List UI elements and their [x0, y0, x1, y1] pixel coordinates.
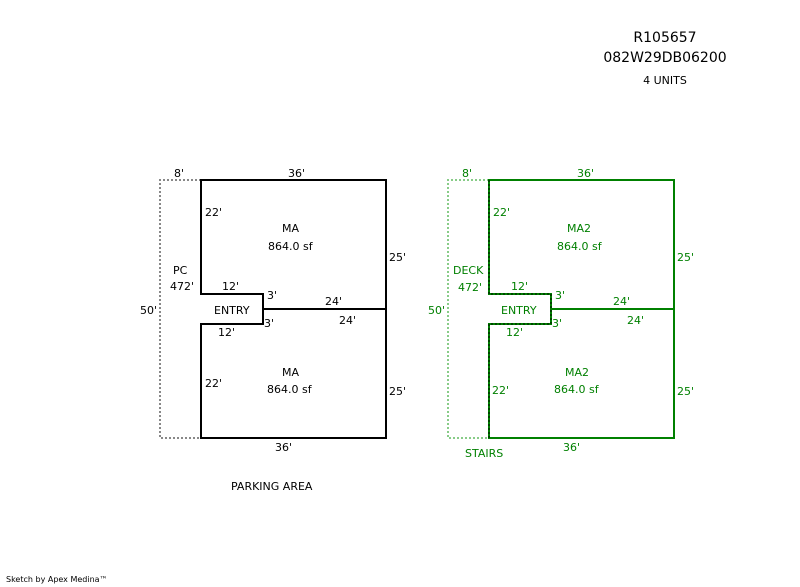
sketch1-dim-top: 36': [288, 167, 306, 180]
sketch2-dim-left-lower: 22': [492, 384, 510, 397]
sketch2-dim-entry-top: 12': [511, 280, 529, 293]
sketch1-dim-mid-lower: 24': [339, 314, 357, 327]
units-count: 4 UNITS: [643, 74, 687, 87]
sketch2-dim-entry-bottom: 12': [506, 326, 524, 339]
sketch1-entry-label: ENTRY: [214, 304, 250, 317]
sketch2-dim-mid-lower: 24': [627, 314, 645, 327]
sketch2-dim-notch-upper: 3': [555, 289, 566, 302]
parcel-id: R105657: [633, 30, 697, 46]
sketch1-side-area-size: 472': [170, 280, 195, 293]
sketch2-deck-outline: [447, 179, 489, 439]
sketch2-dim-right-lower: 25': [677, 385, 695, 398]
sketch2-dim-right-upper: 25': [677, 251, 695, 264]
sketch2-dim-bottom: 36': [563, 441, 581, 454]
footer-credit: Sketch by Apex Medina™: [6, 575, 108, 584]
sketch1-building-outline: [200, 179, 387, 439]
sketch1-pc-outline: [159, 179, 201, 439]
sketch2-dim-top: 36': [577, 167, 595, 180]
sketch2-top-area-label: MA2: [567, 222, 592, 235]
sketch1-dim-notch-upper: 3': [267, 289, 278, 302]
sketch2-lines: [447, 179, 675, 439]
sketch2-note: STAIRS: [465, 447, 504, 460]
sketch2-top-area-size: 864.0 sf: [557, 240, 602, 253]
sketch2-bottom-area-size: 864.0 sf: [554, 383, 599, 396]
sketch1-lines: [159, 179, 387, 439]
sketch1-dim-entry-top: 12': [222, 280, 240, 293]
sketch1-dim-bottom: 36': [275, 441, 293, 454]
sketch2-dim-side-top: 8': [462, 167, 473, 180]
sketch2-entry-label: ENTRY: [501, 304, 537, 317]
sketch2-dim-left-upper: 22': [493, 206, 511, 219]
sketch1-note: PARKING AREA: [231, 480, 313, 493]
sketch1-dim-left-upper: 22': [205, 206, 223, 219]
sketch1-dim-right-lower: 25': [389, 385, 407, 398]
sketch1-dim-outer-left: 50': [140, 304, 158, 317]
sketch2-dim-outer-left: 50': [428, 304, 446, 317]
sketch2-bottom-area-label: MA2: [565, 366, 590, 379]
sketch1-dim-entry-bottom: 12': [218, 326, 236, 339]
sketch1-top-area-label: MA: [282, 222, 300, 235]
sketch2-side-area-label: DECK: [453, 264, 484, 277]
sketch1-side-area-label: PC: [173, 264, 188, 277]
sketch1-dim-right-upper: 25': [389, 251, 407, 264]
sketch1-dim-side-top: 8': [174, 167, 185, 180]
map-number: 082W29DB06200: [603, 50, 727, 66]
sketch1-bottom-area-size: 864.0 sf: [267, 383, 312, 396]
sketch1-dim-notch-lower: 3': [264, 317, 275, 330]
sketch1-bottom-area-label: MA: [282, 366, 300, 379]
sketch1-top-area-size: 864.0 sf: [268, 240, 313, 253]
sketch2-dim-notch-lower: 3': [552, 317, 563, 330]
sketch2-dim-mid-upper: 24': [613, 295, 631, 308]
sketch2-side-area-size: 472': [458, 281, 483, 294]
sketch1-dim-mid-upper: 24': [325, 295, 343, 308]
sketch1-dim-left-lower: 22': [205, 377, 223, 390]
